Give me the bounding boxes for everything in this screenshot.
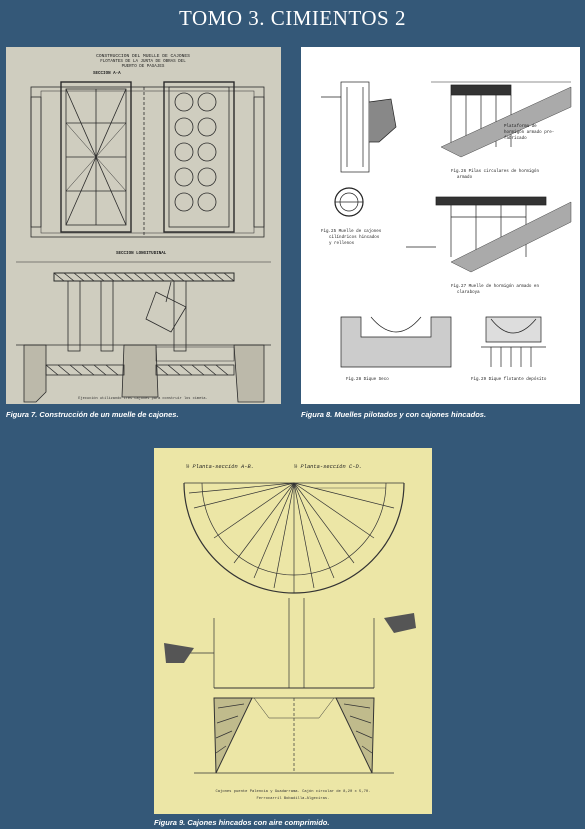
fig7-section-aa: SECCION A-A [93,72,121,76]
fig7-footer: Ejecución utilizando tres cajones para c… [78,396,207,401]
fig8-fig29: Fig.29 Dique flotante depósito [471,377,547,382]
fig8-fig26-b: armado [457,175,473,180]
fig8-fig27-b: claraboya [457,290,480,295]
page-title: TOMO 3. CIMIENTOS 2 [179,6,406,30]
fig7-heading-2: FLOTANTES DE LA JUNTA DE OBRAS DEL [100,60,186,64]
fig9-footer-1: Cajones puente Palencia y Guadarrama. Ca… [216,789,371,794]
figure-8-caption: Figura 8. Muelles pilotados y con cajone… [301,410,487,419]
figure-8-image: Plataforma de hormigón armado pre- fabri… [301,47,580,404]
fig9-footer-2: Ferrocarril Bobadilla-Algeciras. [257,796,330,801]
fig7-section-long: SECCION LONGITUDINAL [116,252,167,256]
figure-8-drawing: Plataforma de hormigón armado pre- fabri… [301,47,580,404]
figure-7-image: CONSTRUCCION DEL MUELLE DE CAJONES FLOTA… [6,47,281,404]
figure-9-image: ½ Planta-sección A-B. ½ Planta-sección C… [154,448,432,814]
fig9-top-right: ½ Planta-sección C-D. [294,464,362,470]
fig8-fig25-a: Fig.25 Muelle de cajones [321,229,382,234]
figure-9-caption: Figura 9. Cajones hincados con aire comp… [154,818,330,827]
fig8-fig26-a: Fig.26 Pilas circulares de hormigón [451,169,539,174]
fig8-fig25-c: y rellenos [329,241,355,246]
fig8-label-b: hormigón armado pre- [504,130,554,135]
fig8-label-c: fabricado [504,136,527,141]
figure-7-caption: Figura 7. Construcción de un muelle de c… [6,410,179,419]
fig8-fig25-b: cilíndricos hincados [329,235,380,240]
fig7-heading-3: PUERTO DE PASAJES [122,65,165,69]
figure-9-drawing: ½ Planta-sección A-B. ½ Planta-sección C… [154,448,432,814]
fig8-fig28: Fig.28 Dique Seco [346,377,389,382]
figure-7-drawing: CONSTRUCCION DEL MUELLE DE CAJONES FLOTA… [6,47,281,404]
fig8-fig27-a: Fig.27 Muelle de hormigón armado en [451,284,539,289]
fig9-top-left: ½ Planta-sección A-B. [186,464,254,470]
fig8-label-a: Plataforma de [504,124,537,129]
fig7-heading-1: CONSTRUCCION DEL MUELLE DE CAJONES [96,53,190,59]
